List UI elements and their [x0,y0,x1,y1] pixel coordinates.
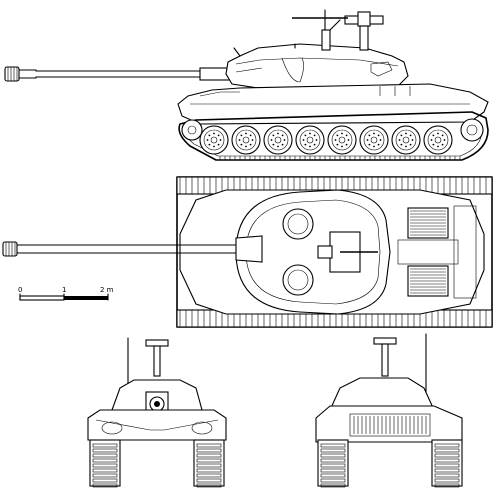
top-gun-barrel [2,235,263,263]
rear-view [315,333,463,488]
rear-tracks [317,439,463,488]
top-turret [235,189,391,315]
track-assembly [431,439,463,488]
side-road-wheels [199,125,453,155]
road-wheel [423,125,453,155]
track-assembly [317,439,349,488]
top-view [2,176,493,328]
side-gun-barrel [4,66,231,82]
side-track [178,111,489,161]
road-wheel [391,125,421,155]
front-view [87,337,227,488]
track-assembly [193,439,225,488]
scale-bar: 0 1 2 m [18,286,114,301]
commander-hatch [282,208,314,240]
side-machine-gun [292,9,384,51]
front-hull [87,409,227,441]
scale-label-2: 2 m [100,286,114,294]
front-tracks [89,439,225,488]
scale-label-0: 0 [18,286,22,294]
road-wheel [327,125,357,155]
road-wheel [263,125,293,155]
scale-label-1: 1 [62,286,66,294]
rear-hull [315,405,463,443]
engine-grille [407,207,449,297]
road-wheel [231,125,261,155]
rear-turret [329,377,435,411]
track-assembly [89,439,121,488]
side-view [4,9,489,161]
road-wheel [359,125,389,155]
side-turret [225,43,409,91]
road-wheel [295,125,325,155]
loader-hatch [282,264,314,296]
road-wheel [199,125,229,155]
